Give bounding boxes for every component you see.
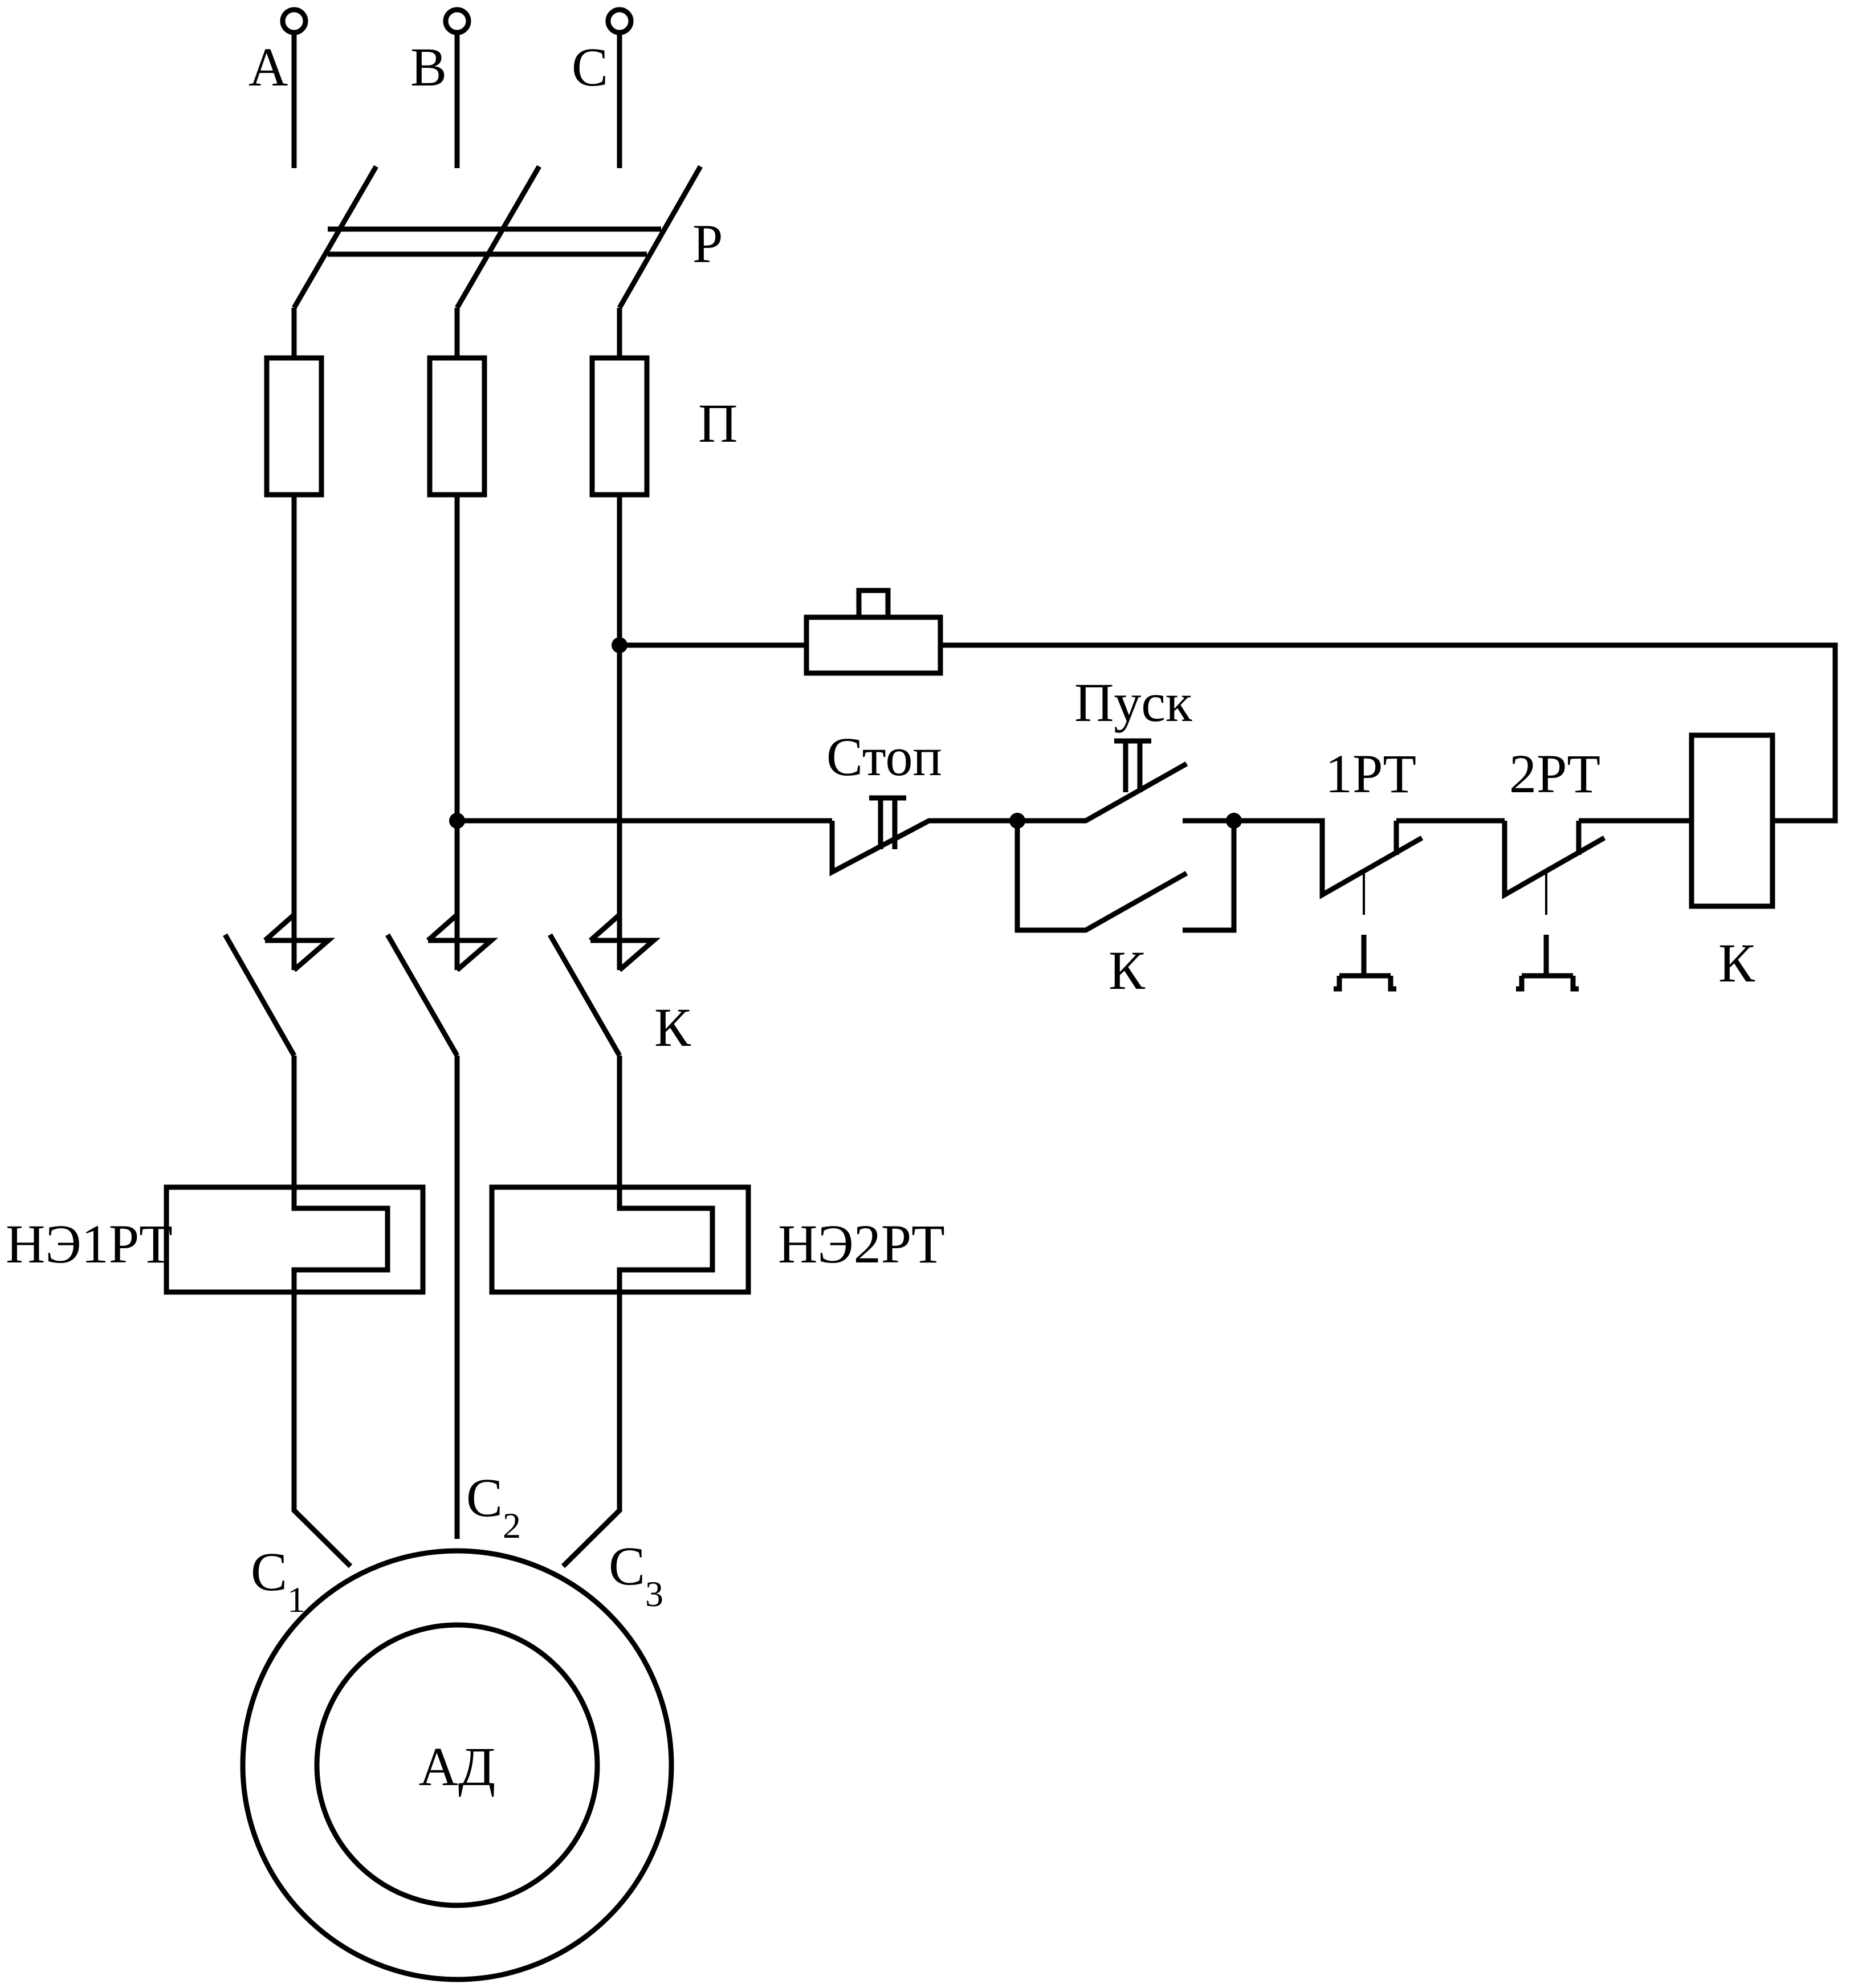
relay-1-reset [1334,935,1396,992]
wires-to-heaters [291,1056,622,1539]
heater-1-element [291,1184,390,1280]
motor-rotor [314,1622,600,1908]
terminal-b [443,7,471,35]
label-relay-1: 1PT [1325,743,1416,804]
motor-stator [240,1548,674,1982]
label-c1-letter: C [251,1541,287,1602]
wires-to-motor [291,1280,622,1569]
label-c2-letter: C [466,1467,503,1528]
stop-pusher [878,798,898,849]
label-motor: АД [419,1736,496,1797]
contactor-coil [1689,732,1775,909]
stop-button [829,795,1017,877]
label-main-contacts: К [654,997,691,1058]
relay-2-reset [1516,935,1579,992]
label-c3-letter: C [609,1535,645,1596]
relay-2-blade [1502,821,1606,899]
label-start: Пуск [1074,672,1192,733]
label-heater-1: НЭ1PT [6,1213,173,1274]
fuse-a [264,355,324,498]
relay-1-blade [1234,818,1424,899]
contact-blades [223,933,622,1057]
label-c3-index: 3 [645,1574,663,1614]
switch-mechanical-link [328,226,661,257]
label-c1-index: 1 [287,1579,305,1620]
label-heater-2: НЭ2PT [778,1213,945,1274]
fuses [264,355,650,498]
control-circuit [449,588,1838,992]
phase-wires [291,308,622,1569]
wires-to-fuses [291,308,622,358]
hold-contact-blade [1014,821,1188,933]
label-fuse: П [698,393,737,454]
start-contact [1017,761,1188,824]
stop-contact [829,818,1017,877]
label-switch: P [692,213,723,274]
label-coil: К [1718,932,1755,993]
knife-switch [292,165,703,309]
thermal-heaters [164,1184,751,1295]
contact-arc-c [589,912,661,972]
label-c3: C3 [609,1535,663,1614]
motor [240,1548,674,1982]
label-relay-2: 2PT [1509,743,1600,804]
label-phase-a: A [248,36,288,97]
label-c2-index: 2 [503,1505,521,1546]
fuse-b [427,355,487,498]
relay-1-contact [1234,818,1505,992]
phase-feed-wires [291,32,622,168]
labels: A B C P П Стоп Пуск 1PT 2PT К К К НЭ1PT … [6,36,1755,1797]
terminal-c [605,7,634,35]
fuse-c [589,355,650,498]
hold-contact-return [1183,821,1237,933]
switch-blades [292,165,703,309]
control-top-element-cap [856,588,891,620]
control-top-wire [620,642,1838,824]
start-pusher [1123,741,1143,792]
wires-to-contactor [291,495,622,970]
label-c2: C2 [466,1467,521,1546]
contactor-main-contacts [223,912,661,1057]
hold-contact-k [1014,821,1237,933]
terminal-a [280,7,308,35]
phase-terminals [280,7,634,168]
contact-arc-b [426,912,499,972]
label-phase-c: C [572,36,608,97]
label-phase-b: B [410,36,447,97]
start-button [1017,738,1234,824]
label-hold-contact: К [1109,940,1146,1001]
contact-arc-a [263,912,336,972]
label-c1: C1 [251,1541,305,1620]
control-top-element [804,614,943,676]
relay-2-contact [1502,818,1692,992]
label-stop: Стоп [826,726,942,787]
heater-2-element [617,1184,715,1280]
